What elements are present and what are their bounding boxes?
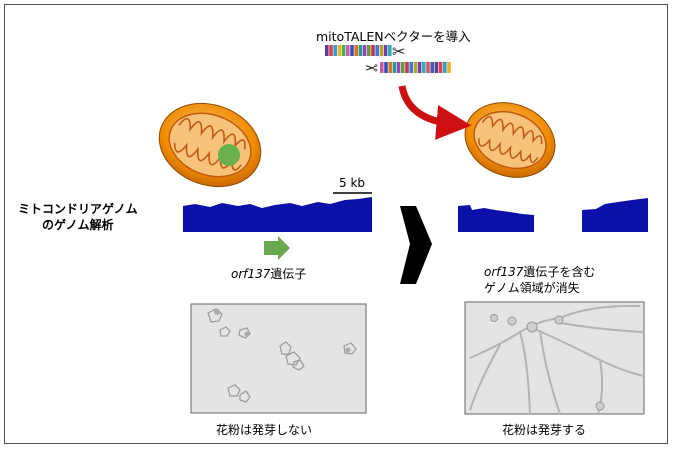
vector-segment (409, 62, 413, 73)
black-transition-arrow (400, 206, 432, 284)
vector-segment (367, 45, 371, 56)
mitochondrion-left (158, 102, 262, 188)
vector-segment (434, 62, 439, 73)
deleted-gene-name: orf137 (484, 265, 524, 279)
pollen-germination-caption: 花粉は発芽する (502, 423, 587, 437)
vector-segment (329, 45, 333, 56)
coverage-track-right-fragment (582, 198, 648, 232)
talen-vector-bottom (380, 62, 451, 73)
vector-segment (447, 62, 451, 73)
micrograph-pollen-no-germination (190, 303, 367, 414)
deleted-gene-suffix: 遺伝子を含む (523, 265, 596, 279)
gene-suffix: 遺伝子 (270, 267, 307, 281)
genome-analysis-label-line2: のゲノム解析 (42, 218, 114, 232)
vector-segment (371, 45, 375, 56)
talen-vector-top (325, 45, 392, 56)
mitochondrion-right (464, 102, 556, 178)
deleted-region-label-line1: orf137遺伝子を含む (484, 263, 595, 280)
red-curved-arrow (398, 85, 472, 140)
vector-segment (438, 62, 443, 73)
vector-segment (417, 62, 422, 73)
vector-segment (430, 62, 434, 73)
vector-segment (379, 45, 384, 56)
vector-segment (362, 45, 367, 56)
pollen-no-germination-caption: 花粉は発芽しない (216, 423, 313, 437)
vector-segment (405, 62, 409, 73)
vector-segment (422, 62, 426, 73)
gene-label: orf137遺伝子 (231, 265, 306, 282)
gene-name: orf137 (231, 267, 271, 281)
genome-analysis-label-line1: ミトコンドリアゲノム (18, 202, 138, 216)
vector-segment (401, 62, 405, 73)
vector-segment (388, 45, 392, 56)
vector-segment (383, 45, 388, 56)
nucleoid-dot (218, 144, 240, 166)
scale-label: 5 kb (339, 176, 366, 190)
vector-segment (396, 62, 401, 73)
vector-segment (392, 62, 397, 73)
vector-segment (358, 45, 363, 56)
vector-segment (426, 62, 430, 73)
vector-segment (350, 45, 354, 56)
vector-segment (380, 62, 384, 73)
vector-segment (346, 45, 350, 56)
vector-segment (325, 45, 329, 56)
vector-segment (333, 45, 337, 56)
vector-segment (413, 62, 418, 73)
scissors-icon-bottom: ✂ (365, 58, 378, 77)
coverage-track-full (183, 197, 372, 232)
vector-segment (388, 62, 392, 73)
vector-segment (384, 62, 388, 73)
vector-segment (375, 45, 379, 56)
vector-segment (341, 45, 346, 56)
coverage-track-left-fragment (458, 205, 534, 232)
vector-segment (337, 45, 342, 56)
deleted-region-label-line2: ゲノム領域が消失 (484, 281, 580, 295)
vector-segment (443, 62, 447, 73)
vector-label: mitoTALENベクターを導入 (316, 29, 471, 44)
vector-segment (354, 45, 358, 56)
scissors-icon-top: ✂ (392, 42, 405, 61)
micrograph-pollen-germination (464, 301, 645, 415)
green-gene-arrow (264, 236, 290, 260)
